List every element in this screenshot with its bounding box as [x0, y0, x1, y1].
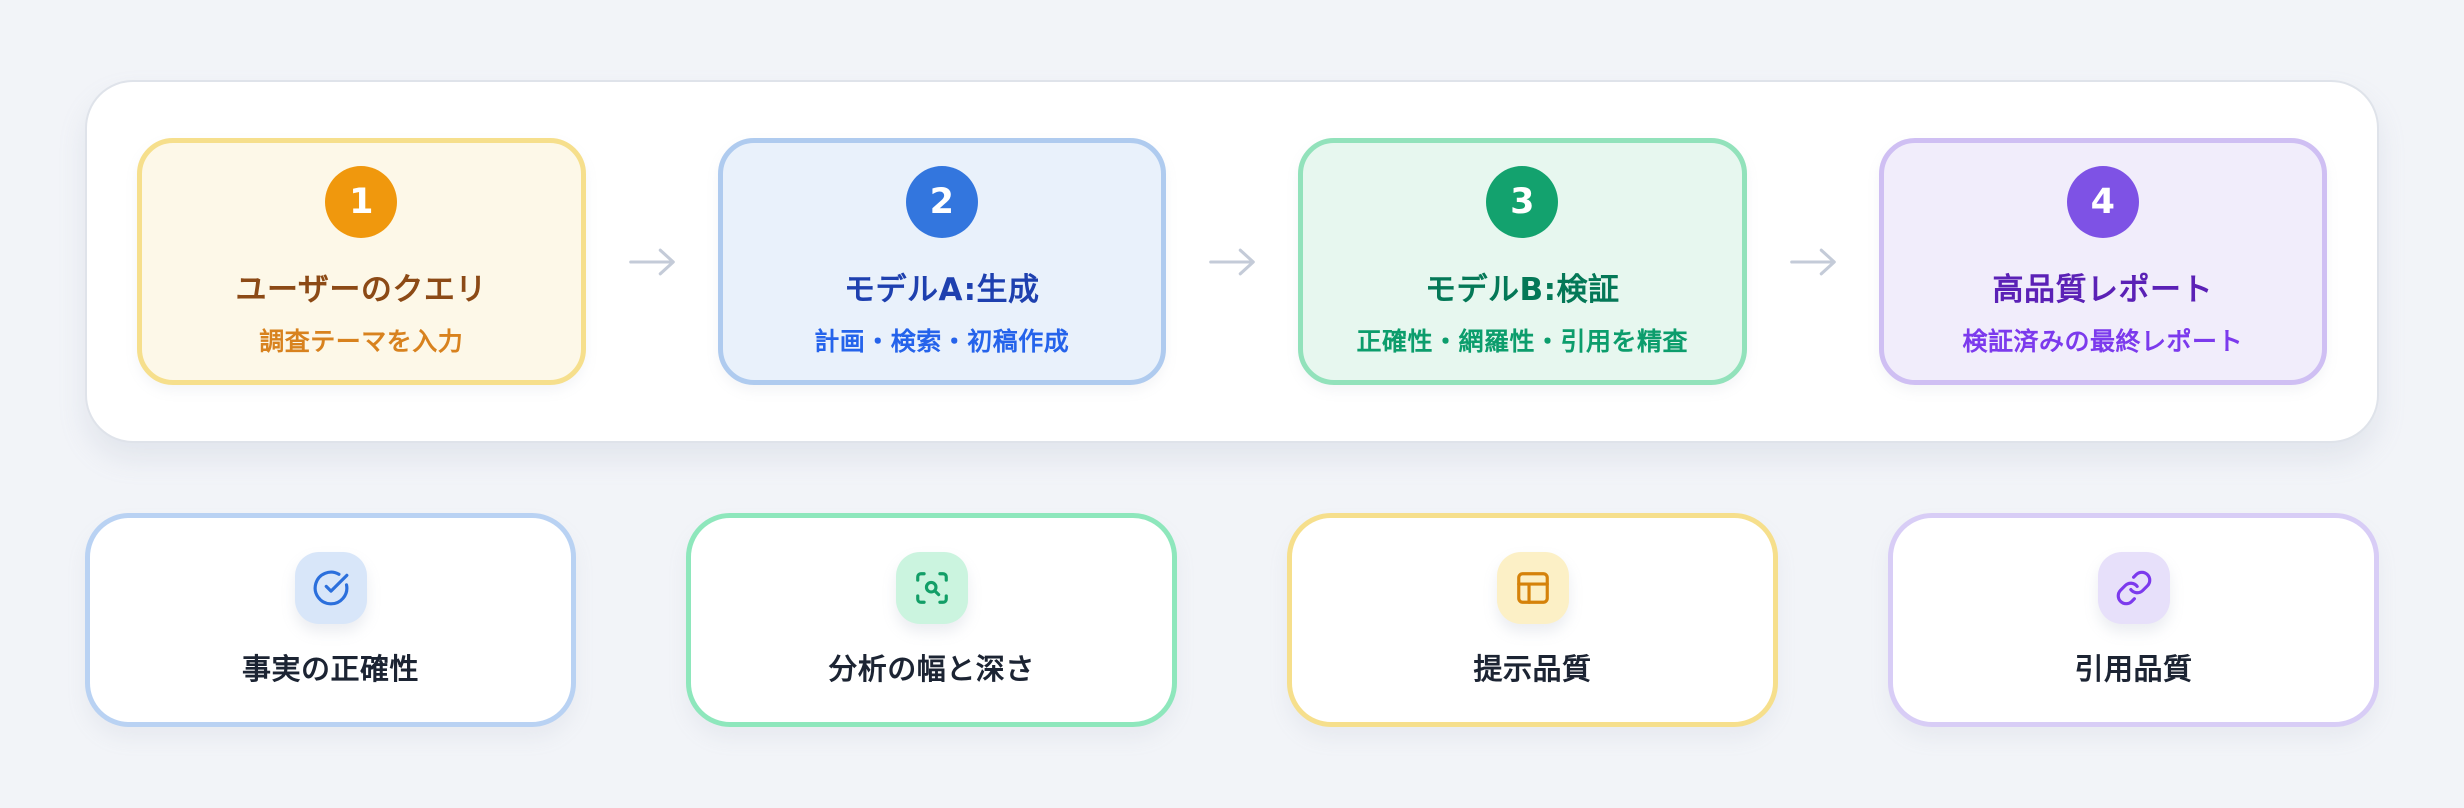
criterion-label: 引用品質: [2074, 652, 2193, 686]
step-number-badge: 4: [2066, 165, 2139, 238]
criterion-card-factual-accuracy: 事実の正確性: [85, 513, 576, 727]
criterion-card-citation-quality: 引用品質: [1888, 513, 2379, 727]
step-number: 2: [929, 181, 954, 222]
step-card-user-query: 1 ユーザーのクエリ 調査テーマを入力: [137, 138, 586, 385]
step-number: 1: [349, 181, 374, 222]
step-card-final-report: 4 高品質レポート 検証済みの最終レポート: [1878, 138, 2327, 385]
step-subtitle: 検証済みの最終レポート: [1962, 326, 2243, 356]
step-card-model-b-verify: 3 モデルB:検証 正確性・網羅性・引用を精査: [1298, 138, 1747, 385]
step-subtitle: 計画・検索・初稿作成: [814, 326, 1070, 356]
step-title: ユーザーのクエリ: [235, 271, 487, 308]
step-number-badge: 2: [905, 165, 978, 238]
criterion-label: 事実の正確性: [241, 652, 419, 686]
step-card-model-a-generate: 2 モデルA:生成 計画・検索・初稿作成: [717, 138, 1166, 385]
arrow-right-icon: [1206, 245, 1258, 279]
arrow-right-icon: [626, 245, 678, 279]
step-title: 高品質レポート: [1992, 271, 2213, 308]
criteria-row: 事実の正確性 分析の幅と深さ 提示品質: [85, 513, 2379, 727]
step-title: モデルB:検証: [1424, 271, 1620, 308]
step-number-badge: 3: [1486, 165, 1559, 238]
step-subtitle: 正確性・網羅性・引用を精査: [1356, 326, 1688, 356]
circle-check-icon: [294, 552, 367, 624]
layout-icon: [1496, 552, 1569, 624]
step-title: モデルA:生成: [844, 271, 1040, 308]
criterion-label: 分析の幅と深さ: [828, 652, 1035, 686]
workflow-panel: 1 ユーザーのクエリ 調査テーマを入力 2 モデルA:生成 計画・検索・初稿作成…: [85, 80, 2379, 443]
criterion-card-presentation-quality: 提示品質: [1287, 513, 1778, 727]
criterion-label: 提示品質: [1473, 652, 1592, 686]
criterion-card-analysis-breadth-depth: 分析の幅と深さ: [686, 513, 1177, 727]
step-subtitle: 調査テーマを入力: [259, 326, 464, 356]
step-number: 3: [1510, 181, 1535, 222]
step-number: 4: [2090, 181, 2115, 222]
link-icon: [2097, 552, 2170, 624]
arrow-right-icon: [1787, 245, 1839, 279]
scan-search-icon: [895, 552, 968, 624]
step-number-badge: 1: [325, 165, 398, 238]
